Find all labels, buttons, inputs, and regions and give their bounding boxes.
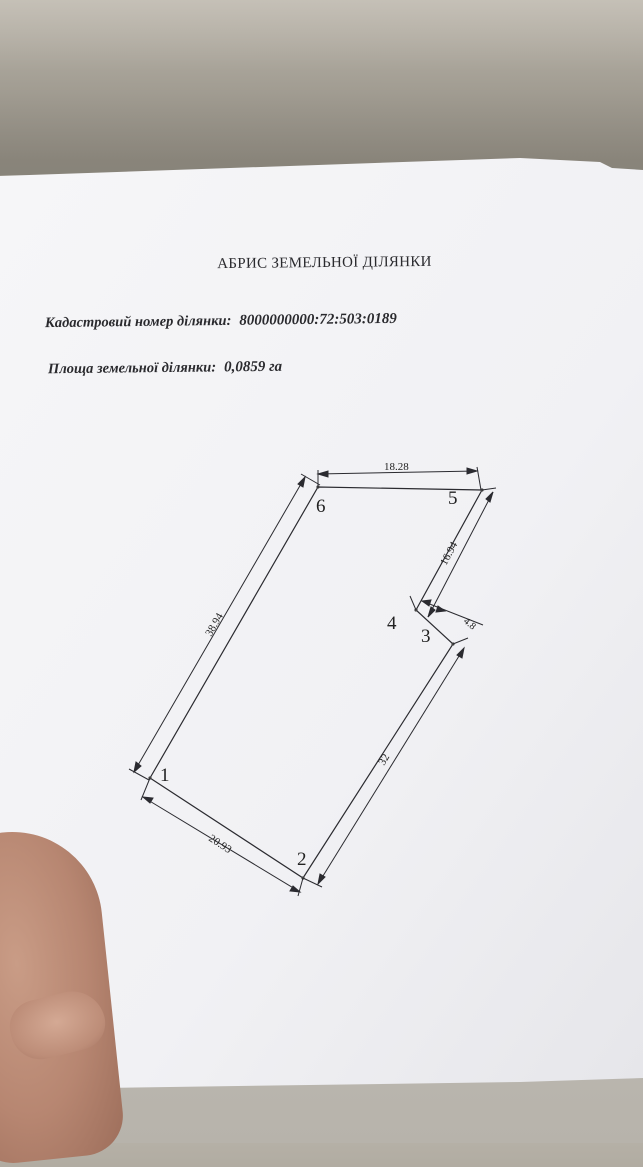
vertex-label-4: 4 (387, 613, 397, 634)
dimension-1-2 (140, 777, 304, 897)
side-length-1-2: 20.93 (206, 832, 234, 856)
side-length-3-4: 4.8 (461, 616, 478, 632)
background-wall (0, 0, 643, 175)
side-length-5-6: 18.28 (384, 461, 409, 473)
vertex-label-5: 5 (448, 488, 458, 509)
paper-sheet: АБРИС ЗЕМЕЛЬНОЇ ДІЛЯНКИ Кадастровий номе… (0, 158, 643, 1088)
vertex-label-3: 3 (421, 626, 431, 647)
vertex-markers (148, 485, 484, 880)
paper-background (0, 158, 643, 1088)
plot-boundary (149, 486, 484, 879)
dimension-2-3 (302, 637, 469, 888)
dimension-5-6 (316, 466, 482, 491)
dimension-3-4 (409, 595, 484, 626)
side-length-2-3: 32 (376, 752, 392, 768)
vertex-label-6: 6 (316, 496, 326, 517)
vertex-label-1: 1 (160, 765, 170, 786)
side-length-6-1: 38.94 (203, 611, 226, 639)
side-length-4-5: 16.94 (438, 539, 460, 567)
dimension-6-1 (128, 473, 321, 781)
plot-sketch: 1 2 3 4 5 6 20.93 32 4.8 16.94 18.28 38.… (128, 461, 497, 897)
vertex-label-2: 2 (297, 849, 307, 870)
dimension-4-5 (427, 487, 497, 618)
